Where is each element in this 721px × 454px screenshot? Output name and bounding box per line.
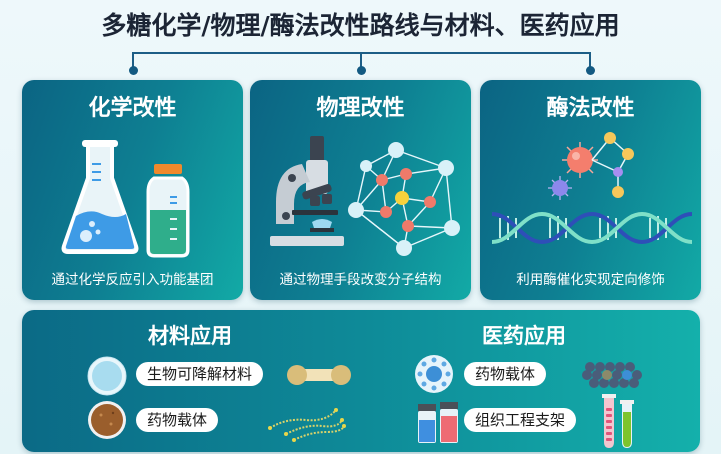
card-description: 通过物理手段改变分子结构 xyxy=(279,272,442,288)
pill-drug-carrier-material: 药物载体 xyxy=(136,408,219,432)
connector-dot xyxy=(129,66,138,75)
applications-panel: 材料应用 医药应用 生物可降解材料 药物载体 药物载体 xyxy=(22,310,700,452)
petri-dish-icon xyxy=(87,356,127,396)
card-description: 通过化学反应引入功能基团 xyxy=(51,272,214,288)
card-chemical-modification: 化学改性 通过化学反应引入功能基团 xyxy=(22,80,243,300)
pill-drug-carrier-medicine: 药物载体 xyxy=(464,362,547,386)
connector-drop-center xyxy=(360,52,362,68)
enzyme-molecule-icon xyxy=(548,132,634,200)
polymer-rod-icon xyxy=(287,365,351,385)
vials-icon xyxy=(418,402,458,443)
reagent-bottle-icon xyxy=(146,164,190,258)
connector-dot xyxy=(357,66,366,75)
connector-dot xyxy=(586,66,595,75)
particle-cluster-icon xyxy=(582,362,642,388)
card-title: 物理改性 xyxy=(316,96,405,121)
connector-drop-left xyxy=(132,52,134,68)
test-tubes-icon xyxy=(602,394,634,448)
card-physical-modification: 物理改性 通过物理手段改变分子结构 xyxy=(250,80,471,300)
molecular-network-icon xyxy=(348,142,460,256)
pill-biodegradable-material: 生物可降解材料 xyxy=(136,362,264,386)
card-description: 利用酶催化实现定向修饰 xyxy=(516,272,665,288)
flask-icon xyxy=(61,140,139,254)
section-title-materials: 材料应用 xyxy=(148,324,232,348)
page-title: 多糖化学/物理/酶法改性路线与材料、医药应用 xyxy=(101,11,620,40)
powder-dish-icon xyxy=(88,401,126,439)
card-enzymatic-modification: 酶法改性 利用酶催化实现定向修饰 xyxy=(480,80,701,300)
section-title-medicine: 医药应用 xyxy=(482,324,566,348)
microscope-icon xyxy=(270,136,344,246)
nanoparticle-icon xyxy=(415,355,453,393)
polymer-chain-icon xyxy=(268,408,346,442)
pill-tissue-engineering-scaffold: 组织工程支架 xyxy=(464,408,577,432)
dna-helix-icon xyxy=(492,211,692,245)
connector-drop-right xyxy=(589,52,591,68)
card-title: 酶法改性 xyxy=(546,96,635,121)
card-title: 化学改性 xyxy=(88,96,177,121)
